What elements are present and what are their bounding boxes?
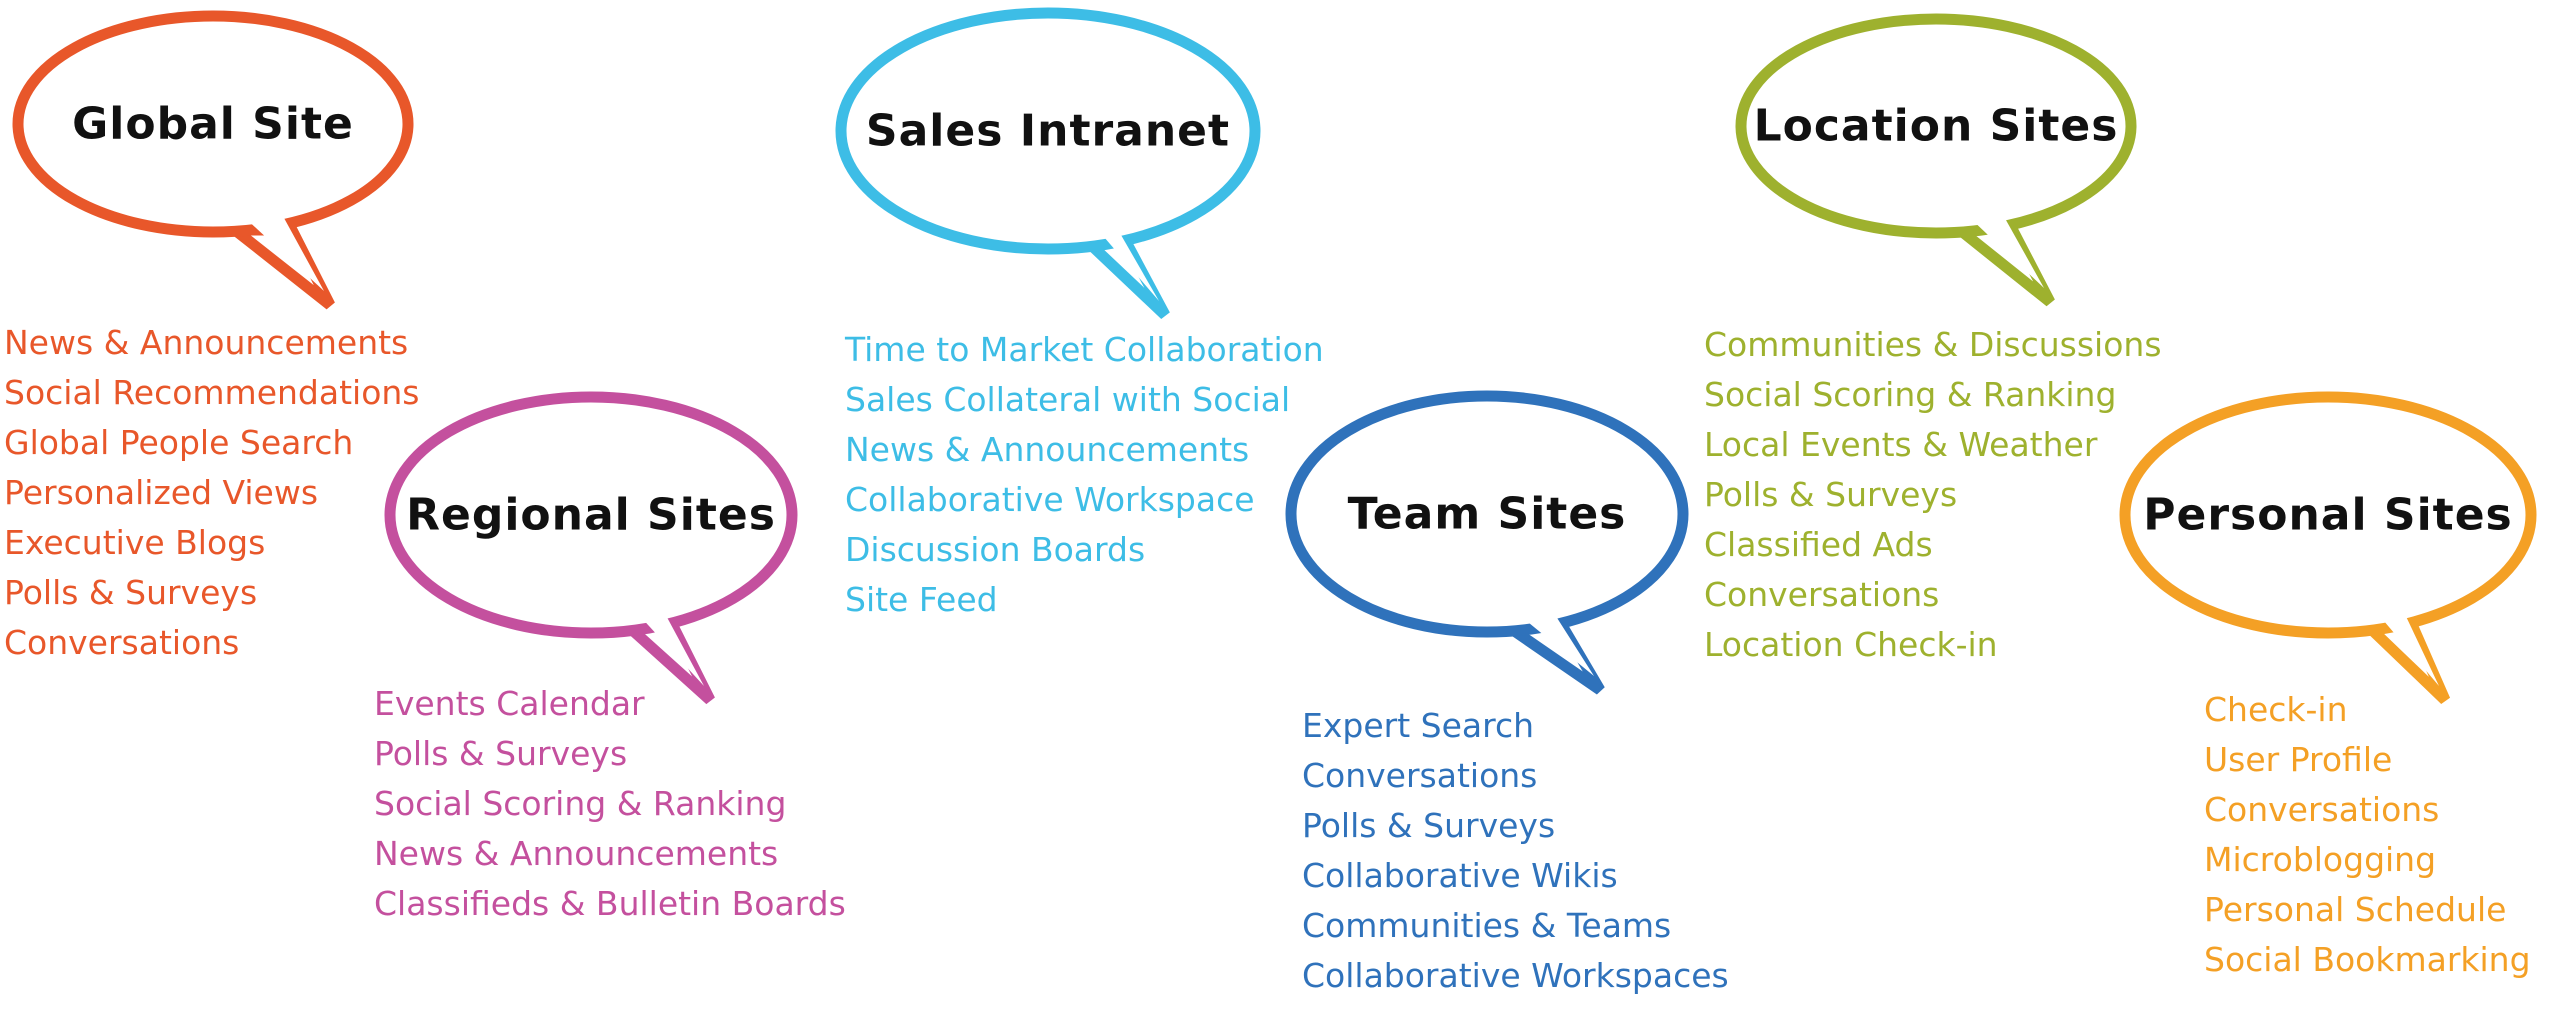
bubble-title-personal: Personal Sites bbox=[2143, 489, 2513, 541]
feature-item: Collaborative Workspaces bbox=[1302, 956, 1729, 995]
feature-item: Local Events & Weather bbox=[1704, 425, 2098, 464]
feature-item: Expert Search bbox=[1302, 706, 1534, 745]
bubble-title-team: Team Sites bbox=[1347, 488, 1627, 540]
feature-item: Social Recommendations bbox=[4, 373, 420, 412]
bubble-title-regional: Regional Sites bbox=[406, 489, 776, 541]
feature-item: User Profile bbox=[2204, 740, 2393, 779]
speech-bubble-global bbox=[12, 10, 414, 310]
feature-item: Polls & Surveys bbox=[374, 734, 628, 773]
speech-bubble-joint bbox=[1098, 228, 1159, 301]
speech-bubble-joint bbox=[638, 608, 704, 686]
feature-item: Polls & Surveys bbox=[1302, 806, 1556, 845]
feature-item: Location Check-in bbox=[1704, 625, 1998, 664]
speech-bubble-outline bbox=[1285, 390, 1689, 638]
feature-item: Executive Blogs bbox=[4, 523, 266, 562]
feature-item: Polls & Surveys bbox=[1704, 475, 1958, 514]
feature-item: Social Scoring & Ranking bbox=[1704, 375, 2117, 414]
speech-bubble-outline bbox=[1735, 13, 2137, 239]
feature-item: Classified Ads bbox=[1704, 525, 1933, 564]
speech-bubble-outline bbox=[2119, 391, 2537, 639]
feature-item: Events Calendar bbox=[374, 684, 645, 723]
feature-item: Time to Market Collaboration bbox=[845, 330, 1324, 369]
feature-item: News & Announcements bbox=[845, 430, 1250, 469]
speech-bubble-joint bbox=[1968, 213, 2044, 288]
speech-bubble-regional bbox=[384, 391, 798, 705]
feature-item: Social Bookmarking bbox=[2204, 940, 2531, 979]
feature-item: Discussion Boards bbox=[845, 530, 1146, 569]
feature-item: Global People Search bbox=[4, 423, 354, 462]
bubble-title-global: Global Site bbox=[72, 98, 354, 150]
speech-bubble-joint bbox=[243, 216, 324, 291]
speech-bubble-joint bbox=[2378, 608, 2439, 686]
feature-item: Communities & Discussions bbox=[1704, 325, 2162, 364]
speech-bubble-outline bbox=[384, 391, 798, 639]
feature-item: Personalized Views bbox=[4, 473, 319, 512]
bubble-title-location: Location Sites bbox=[1753, 100, 2119, 152]
feature-item: Microblogging bbox=[2204, 840, 2437, 879]
feature-item: Collaborative Workspace bbox=[845, 480, 1255, 519]
feature-item: Conversations bbox=[2204, 790, 2440, 829]
speech-bubble-sales bbox=[835, 7, 1261, 319]
feature-item: Conversations bbox=[4, 623, 240, 662]
bubble-title-sales: Sales Intranet bbox=[865, 105, 1231, 157]
feature-item: Social Scoring & Ranking bbox=[374, 784, 787, 823]
feature-item: Collaborative Wikis bbox=[1302, 856, 1618, 895]
speech-bubble-joint bbox=[1518, 610, 1594, 676]
feature-item: Check-in bbox=[2204, 690, 2348, 729]
feature-item: Conversations bbox=[1704, 575, 1940, 614]
feature-item: News & Announcements bbox=[4, 323, 409, 362]
feature-item: News & Announcements bbox=[374, 834, 779, 873]
speech-bubble-location bbox=[1735, 13, 2137, 307]
feature-item: Site Feed bbox=[845, 580, 998, 619]
feature-item: Communities & Teams bbox=[1302, 906, 1672, 945]
speech-bubble-team bbox=[1285, 390, 1689, 695]
feature-item: Sales Collateral with Social bbox=[845, 380, 1291, 419]
speech-bubble-outline bbox=[835, 7, 1261, 255]
feature-item: Polls & Surveys bbox=[4, 573, 258, 612]
feature-item: Personal Schedule bbox=[2204, 890, 2507, 929]
feature-item: Conversations bbox=[1302, 756, 1538, 795]
speech-bubble-personal bbox=[2119, 391, 2537, 704]
feature-item: Classifieds & Bulletin Boards bbox=[374, 884, 846, 923]
speech-bubble-outline bbox=[12, 10, 414, 238]
